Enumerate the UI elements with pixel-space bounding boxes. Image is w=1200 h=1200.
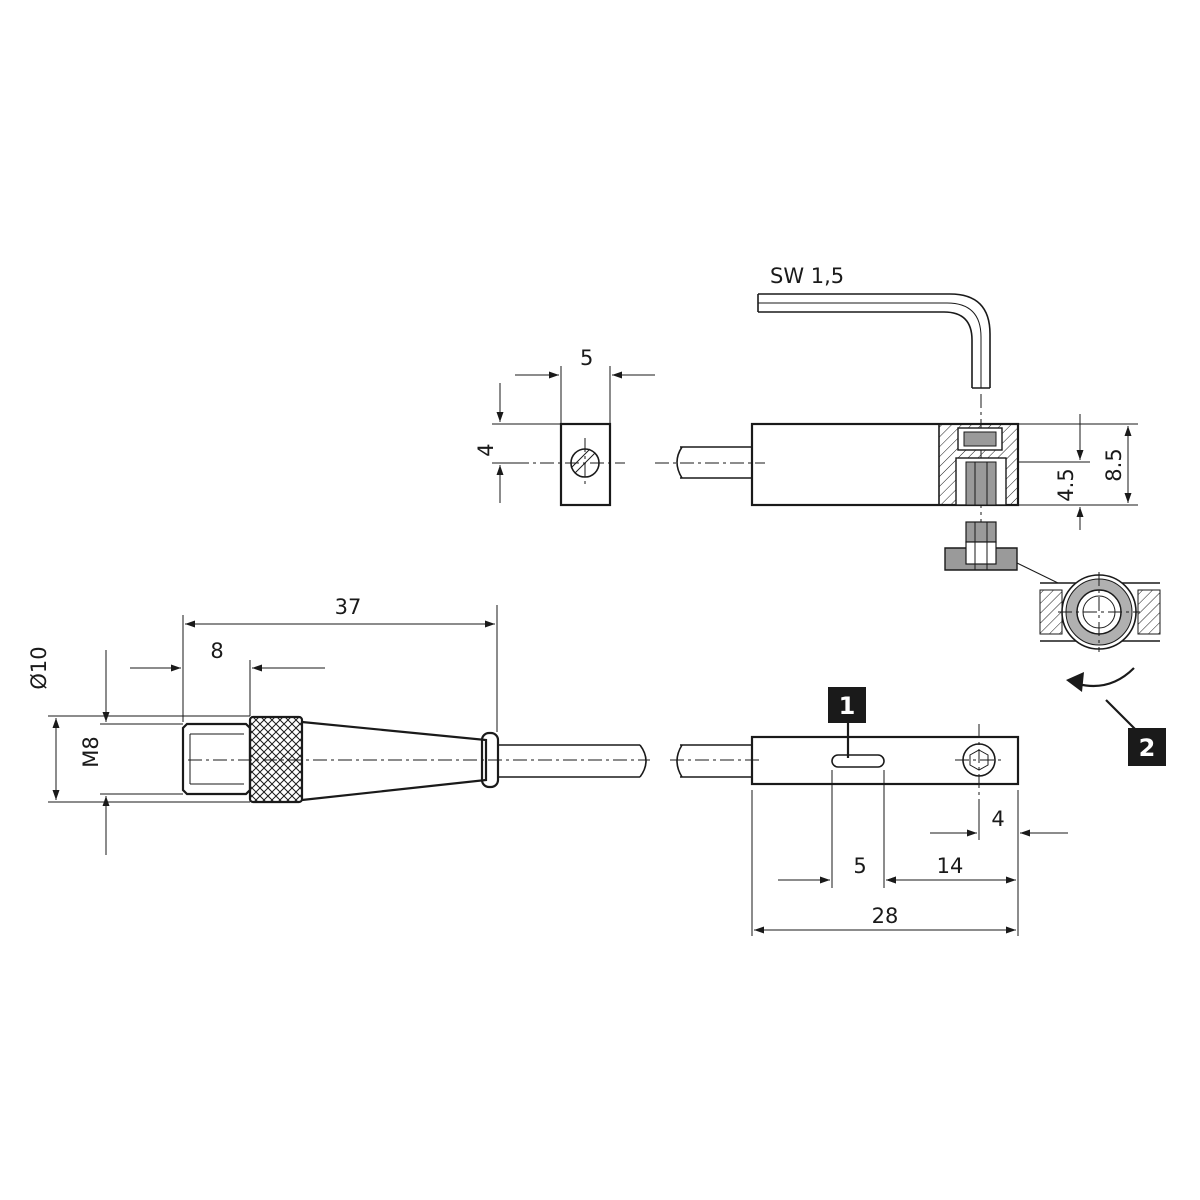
callout-badge-1: 1 bbox=[828, 687, 866, 723]
dim-slot-width: 5 bbox=[853, 854, 866, 878]
dim-screw-offset: 4 bbox=[991, 807, 1004, 831]
dim-end-height: 4 bbox=[474, 443, 498, 456]
dim-end-width: 5 bbox=[580, 346, 593, 370]
dim-nut-diameter: Ø10 bbox=[27, 646, 51, 689]
t-nut-detail bbox=[944, 521, 1161, 731]
dim-body-height: 8.5 bbox=[1102, 448, 1126, 481]
dim-connector-length: 37 bbox=[335, 595, 362, 619]
dim-body-length: 28 bbox=[872, 904, 899, 928]
dim-thread-size: M8 bbox=[79, 736, 103, 767]
callout-2-text: 2 bbox=[1139, 734, 1156, 762]
sensor-top-view bbox=[750, 722, 1068, 936]
sensor-side-view bbox=[655, 414, 1138, 530]
wrench-size-label: SW 1,5 bbox=[770, 264, 844, 288]
callout-badge-2: 2 bbox=[1128, 728, 1166, 766]
dim-slot-offset: 14 bbox=[937, 854, 964, 878]
m8-connector bbox=[48, 605, 760, 855]
dim-thread-length: 8 bbox=[210, 639, 223, 663]
end-view-block bbox=[492, 366, 655, 507]
callout-1-text: 1 bbox=[839, 692, 856, 720]
dim-screw-height: 4.5 bbox=[1054, 468, 1078, 501]
